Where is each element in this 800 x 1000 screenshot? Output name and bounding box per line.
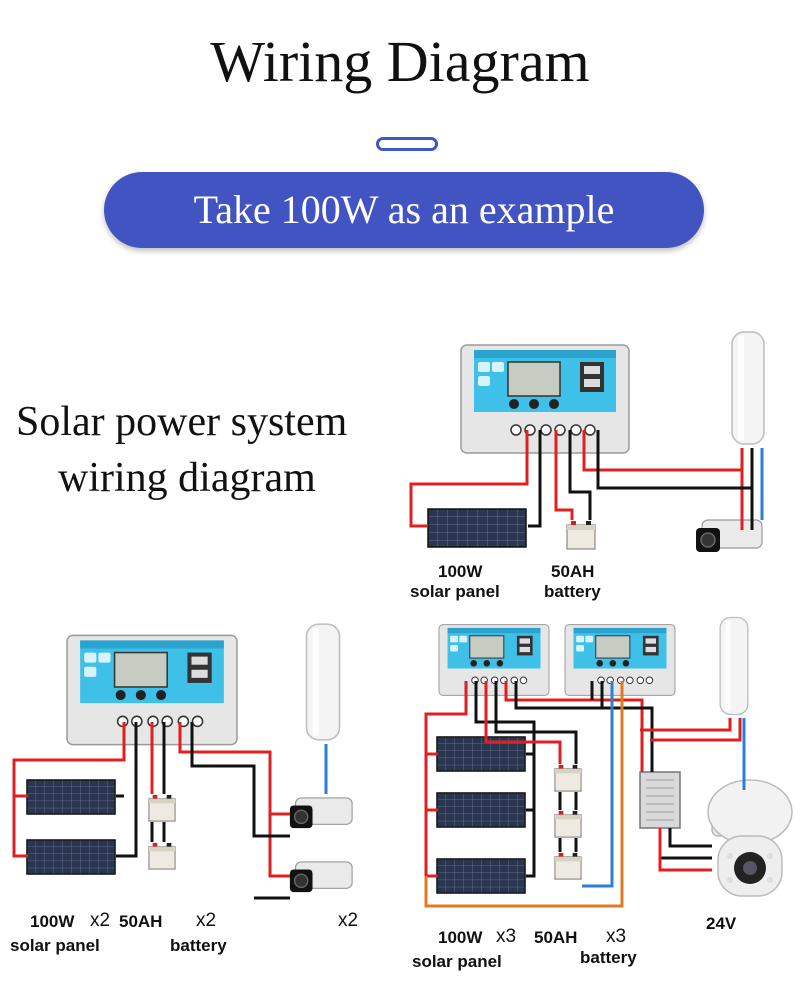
left-battery-sub: battery [170, 936, 227, 955]
outdoor-router [305, 623, 341, 741]
section-heading: Solar power system wiring diagram [16, 394, 416, 506]
battery [566, 520, 596, 550]
left-panel-qty: x2 [90, 910, 111, 931]
top-panel-sub: solar panel [410, 582, 500, 601]
right-battery-qty: x3 [606, 926, 627, 947]
ptz-dome-camera [707, 779, 793, 897]
outdoor-router [731, 331, 765, 445]
battery [554, 852, 582, 880]
right-battery-label: 50AH [534, 928, 578, 947]
top-battery-sub: battery [544, 582, 601, 601]
solar-panel [427, 508, 527, 548]
battery [148, 842, 176, 870]
charge-controller [564, 624, 676, 696]
dc-converter [639, 771, 681, 829]
solar-panel [26, 839, 116, 875]
right-panel-qty: x3 [496, 926, 517, 947]
left-battery-label: 50AH [119, 912, 163, 931]
diagram-left [12, 623, 353, 900]
diagram-top [409, 331, 765, 553]
solar-panel [436, 792, 526, 828]
left-camera-qty: x2 [338, 910, 359, 931]
heading-line-2: wiring diagram [58, 455, 316, 501]
left-battery-qty: x2 [196, 910, 217, 931]
outdoor-router [719, 616, 749, 716]
page-title: Wiring Diagram [210, 29, 590, 94]
example-banner: Take 100W as an example [104, 172, 704, 248]
top-panel-label: 100W [438, 562, 483, 581]
heading-line-1: Solar power system [16, 399, 348, 445]
right-battery-sub: battery [580, 948, 637, 967]
right-voltage: 24V [706, 914, 737, 933]
camera [289, 861, 353, 893]
right-panel-label: 100W [438, 928, 483, 947]
battery [554, 764, 582, 792]
decorative-pill [376, 137, 438, 151]
camera [289, 797, 353, 829]
battery [554, 810, 582, 838]
left-panel-label: 100W [30, 912, 75, 931]
right-panel-sub: solar panel [412, 952, 502, 971]
battery [148, 794, 176, 822]
solar-panel [26, 779, 116, 815]
charge-controller [438, 624, 550, 696]
left-panel-sub: solar panel [10, 936, 100, 955]
diagram-right [424, 616, 793, 908]
solar-panel [436, 858, 526, 894]
top-battery-label: 50AH [551, 562, 595, 581]
charge-controller [460, 344, 630, 454]
